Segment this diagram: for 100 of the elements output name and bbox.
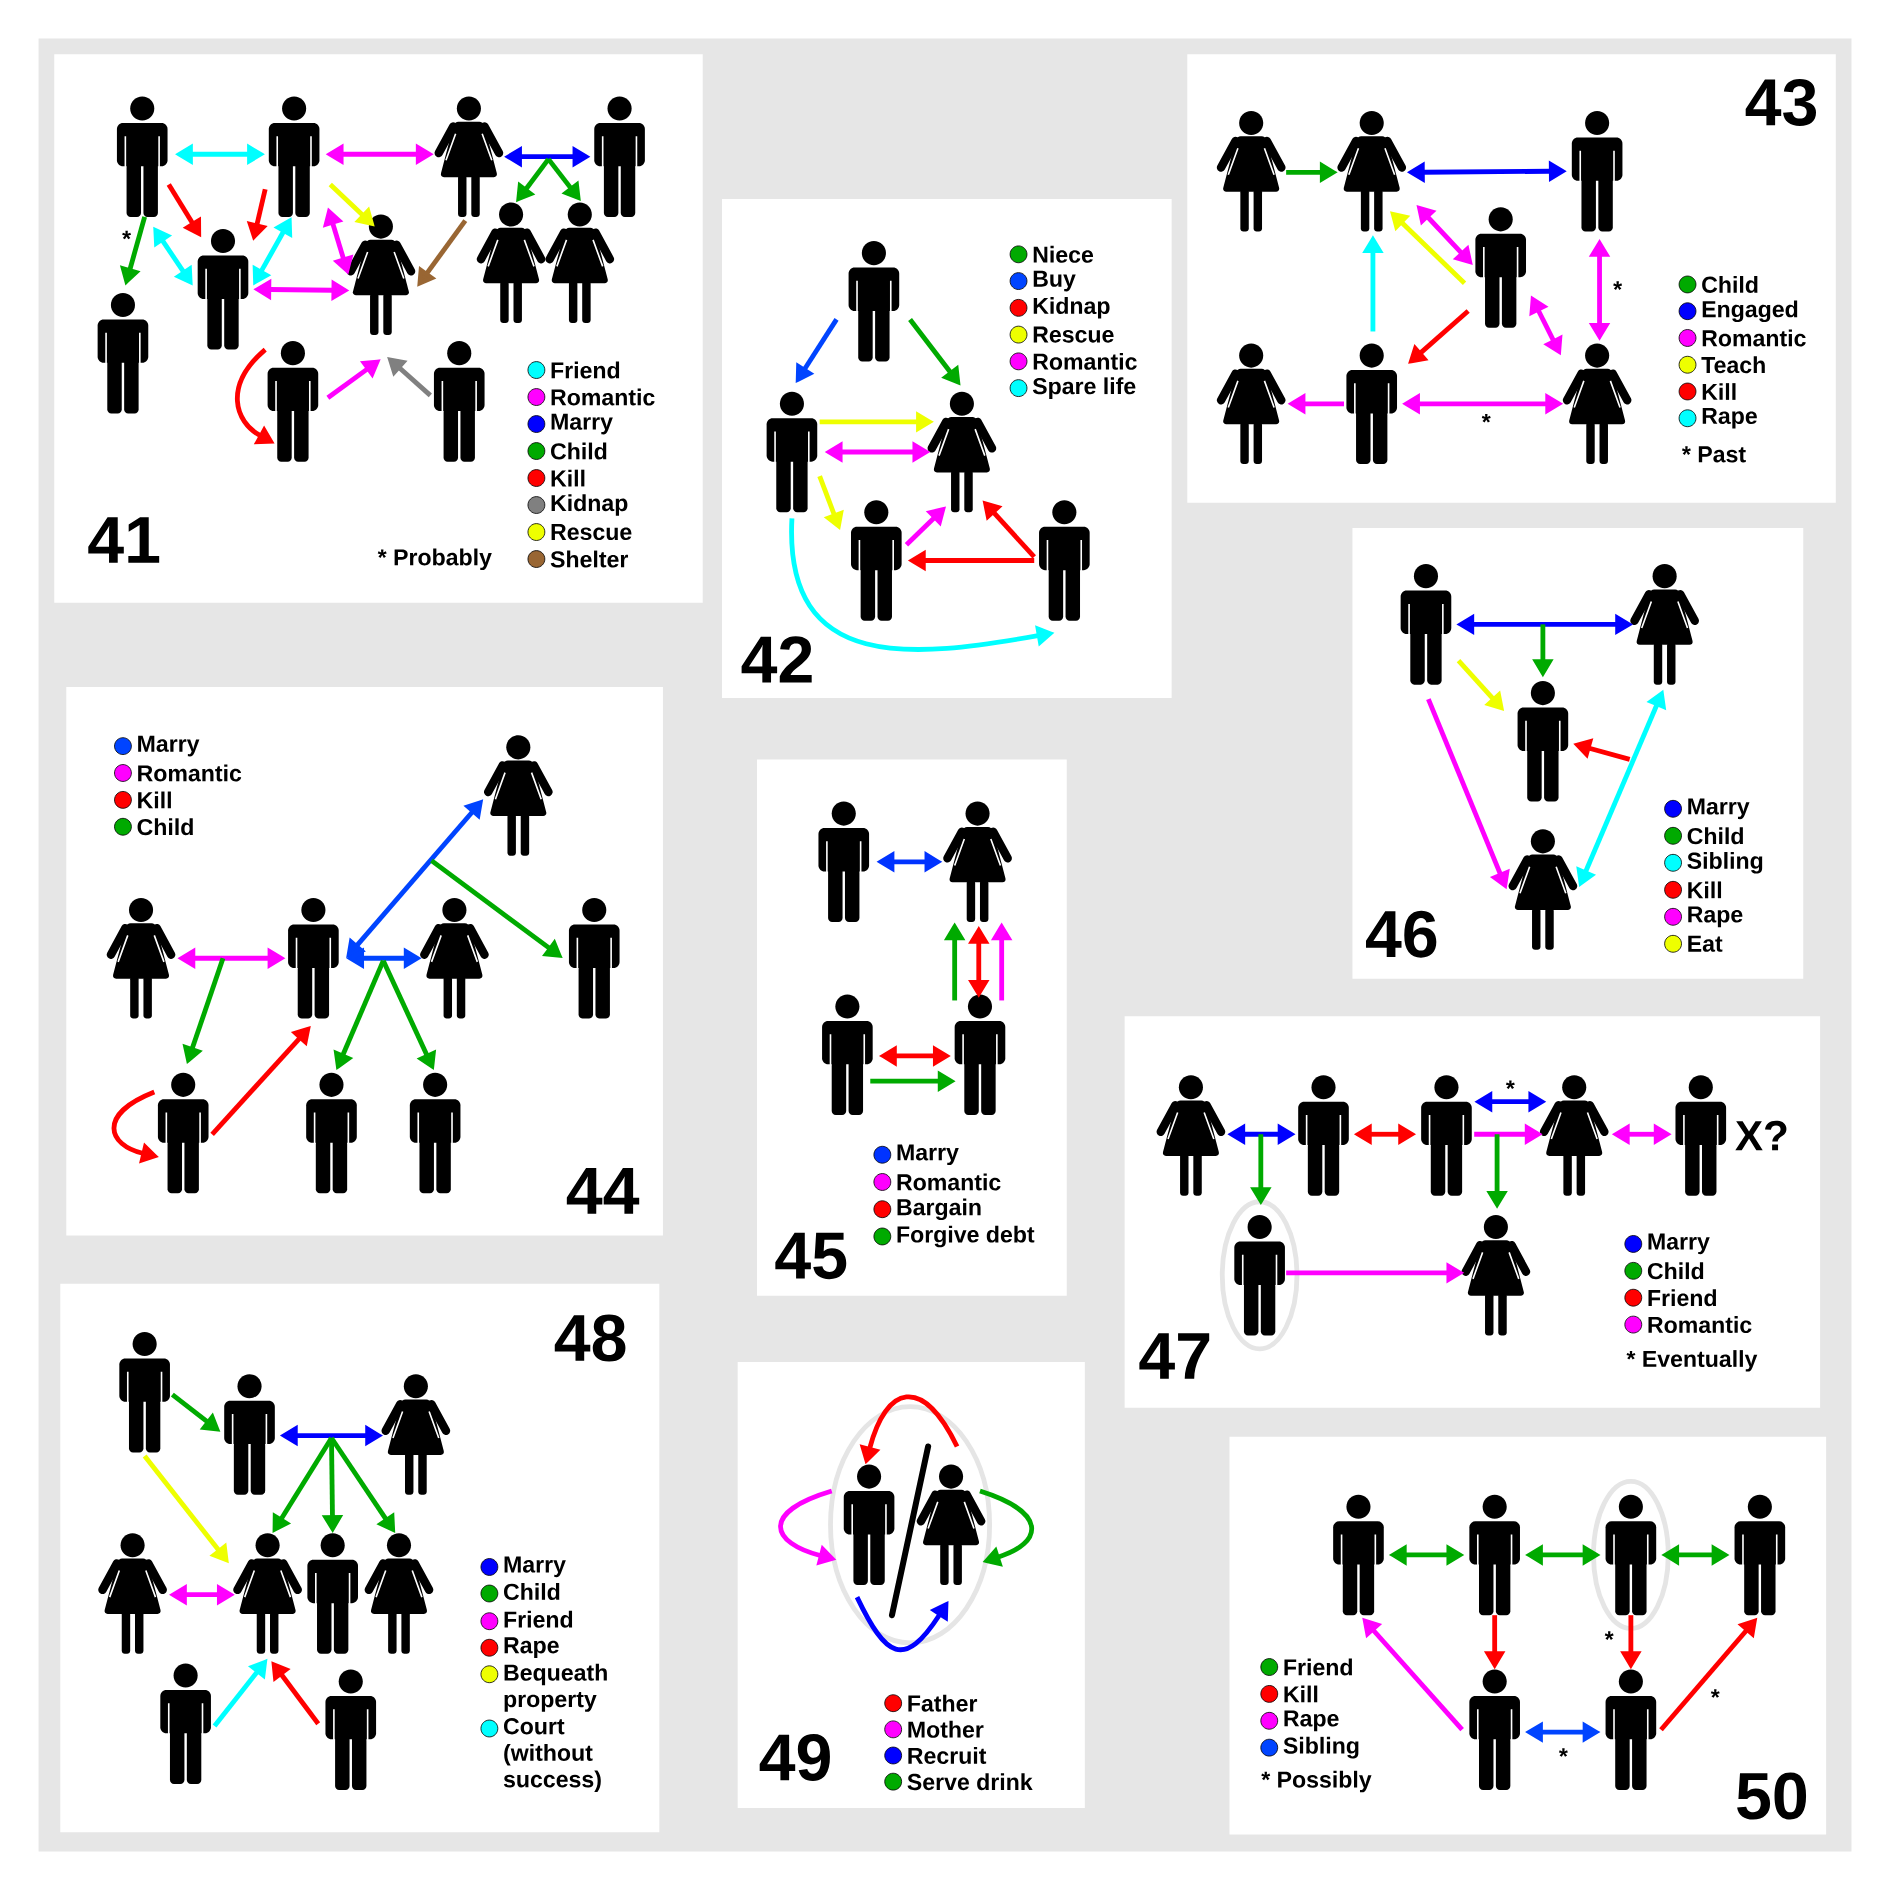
person-icon <box>766 391 818 513</box>
person-icon <box>1461 1215 1531 1336</box>
highlight-ellipse <box>1219 1199 1300 1352</box>
person-icon <box>1333 1494 1384 1616</box>
legend-label: Friend <box>504 1610 573 1628</box>
legend-label: Kidnap <box>1033 297 1110 319</box>
legend-label: Buy <box>1033 270 1076 292</box>
legend-label: Child <box>1702 276 1758 293</box>
legend-label: Romantic <box>551 388 655 406</box>
legend-label: Romantic <box>138 764 242 782</box>
edge-label: * <box>1710 1689 1720 1698</box>
person-icon <box>1517 681 1569 802</box>
legend-label: Forgive debt <box>897 1225 1035 1248</box>
person-icon <box>288 898 339 1019</box>
legend-label: Marry <box>504 1556 566 1578</box>
person-icon <box>927 391 997 513</box>
legend-label: Kill <box>551 469 585 487</box>
person-icon <box>1346 343 1398 465</box>
legend-label: Rape <box>504 1637 559 1658</box>
person-icon <box>364 1533 434 1654</box>
legend-label: Bargain <box>897 1198 981 1221</box>
legend-label: Recruit <box>908 1747 987 1764</box>
person-icon <box>1571 110 1623 232</box>
person-icon <box>943 801 1012 923</box>
legend-label: Friend <box>1284 1658 1352 1676</box>
legend-label: Kill <box>1284 1685 1318 1703</box>
person-icon <box>420 898 489 1019</box>
person-icon <box>409 1072 461 1194</box>
person-icon <box>1605 1494 1657 1616</box>
legend-label: Sibling <box>1687 852 1763 874</box>
person-icon <box>381 1374 451 1495</box>
legend-label: Rape <box>1284 1710 1339 1732</box>
person-icon <box>476 202 546 324</box>
legend-label: Rescue <box>1033 326 1114 343</box>
legend-label: Marry <box>1688 798 1750 820</box>
person-icon <box>97 292 149 414</box>
person-icon <box>434 96 504 217</box>
person-icon <box>98 1533 167 1654</box>
person-icon <box>1400 564 1452 685</box>
legend-label: Court (without success) <box>503 1718 601 1792</box>
legend-label: Engaged <box>1702 300 1798 323</box>
person-icon <box>1156 1075 1226 1196</box>
footnote-text: * Possibly <box>1261 1770 1372 1793</box>
legend-label: Child <box>1647 1262 1704 1280</box>
legend-label: Marry <box>897 1144 959 1166</box>
panel-number: 49 <box>759 1733 830 1781</box>
person-icon <box>233 1533 302 1654</box>
person-icon <box>848 241 900 362</box>
person-icon <box>822 994 873 1115</box>
person-icon <box>594 96 645 217</box>
side-label: X? <box>1735 1120 1787 1151</box>
person-icon <box>568 898 620 1019</box>
legend-label: Serve drink <box>907 1773 1033 1791</box>
person-icon <box>160 1663 211 1784</box>
person-icon <box>954 994 1006 1115</box>
panel-number: 43 <box>1745 78 1816 126</box>
legend-label: Friend <box>1648 1289 1716 1307</box>
edge-label: * <box>1613 281 1623 290</box>
person-icon <box>1039 500 1090 621</box>
footnote-text: * Past <box>1681 446 1746 463</box>
legend-label: Marry <box>138 735 200 757</box>
legend-label: Child <box>551 442 607 460</box>
person-icon <box>267 341 319 462</box>
legend-label: Child <box>1687 827 1743 845</box>
panel-number: 44 <box>566 1168 640 1214</box>
panel-number: 50 <box>1737 1772 1807 1820</box>
legend-label: Niece <box>1033 245 1094 263</box>
legend-label: Marry <box>551 413 613 435</box>
person-icon <box>916 1464 986 1586</box>
panel-number: 45 <box>775 1232 847 1280</box>
person-icon <box>1298 1075 1349 1196</box>
person-icon <box>1630 564 1699 685</box>
edge-label: * <box>1505 1080 1515 1090</box>
legend-label: Rescue <box>551 524 632 541</box>
person-icon <box>157 1072 209 1194</box>
arrow <box>1390 211 1467 285</box>
legend-label: Kidnap <box>551 494 628 516</box>
person-icon <box>483 735 553 856</box>
person-icon <box>1216 343 1286 465</box>
person-icon <box>545 202 615 324</box>
panel-number: 48 <box>554 1314 626 1362</box>
person-icon <box>1539 1075 1609 1196</box>
legend-label: Romantic <box>1033 352 1137 370</box>
person-icon <box>1469 1494 1520 1616</box>
person-icon <box>1234 1215 1285 1336</box>
person-icon <box>306 1072 357 1194</box>
person-icon <box>325 1669 377 1790</box>
person-icon <box>1734 1494 1786 1616</box>
legend-label: Romantic <box>897 1173 1001 1191</box>
legend-label: Shelter <box>550 550 628 568</box>
legend-label: Romantic <box>1702 329 1806 347</box>
legend-label: Father <box>908 1694 978 1712</box>
legend-label: Kill <box>1688 881 1722 899</box>
person-icon <box>843 1464 895 1586</box>
edge-label: * <box>1604 1631 1614 1640</box>
footnote-text: * Probably <box>377 548 492 571</box>
highlight-ellipse <box>828 1404 992 1646</box>
legend-label: Friend <box>551 361 620 379</box>
person-icon <box>851 500 902 621</box>
legend-label: Kill <box>138 791 171 809</box>
